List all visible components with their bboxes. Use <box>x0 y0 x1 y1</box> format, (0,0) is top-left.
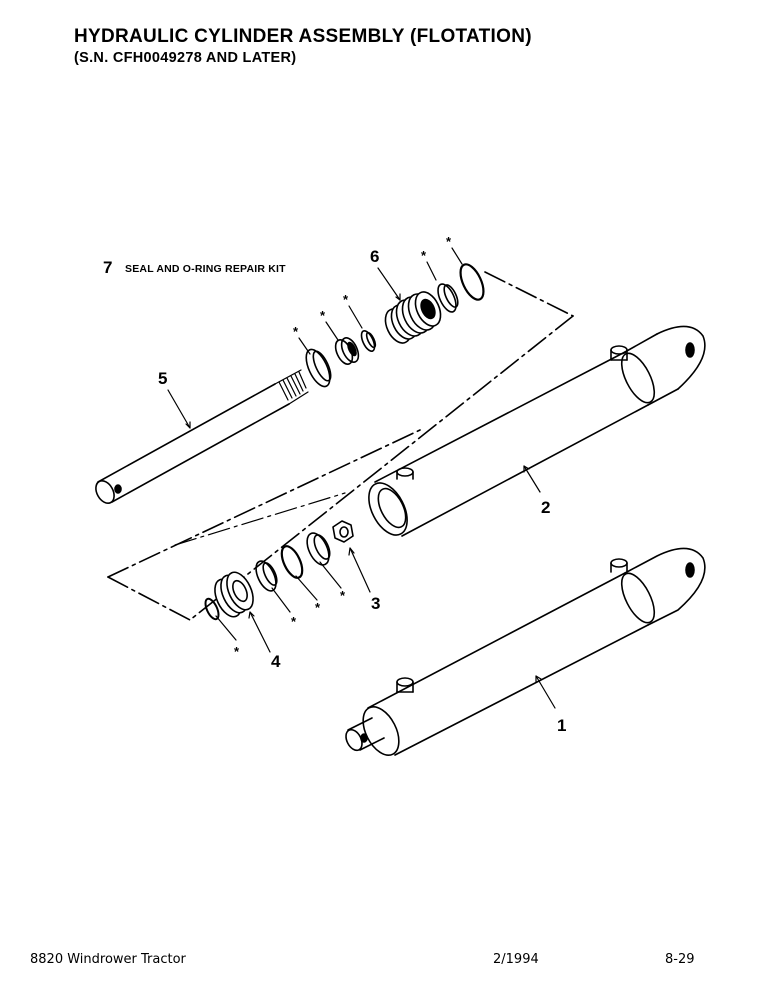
footer-page-number: 8-29 <box>665 952 695 967</box>
star-marker: * <box>446 234 452 249</box>
star-marker: * <box>340 588 346 603</box>
callout-5: 5 <box>158 369 167 388</box>
callout-6: 6 <box>370 247 379 266</box>
star-marker: * <box>291 614 297 629</box>
callout-4: 4 <box>271 652 281 671</box>
o-ring-lower <box>280 545 304 579</box>
star-marker: * <box>421 248 427 263</box>
snap-ring-upper <box>305 348 332 388</box>
piston <box>214 571 254 618</box>
footer-model: 8820 Windrower Tractor <box>30 952 186 967</box>
kit-callout-number: 7 <box>103 258 113 277</box>
kit-boundary <box>107 271 574 621</box>
callout-3: 3 <box>371 594 380 613</box>
back-up-ring-lower-b <box>255 560 278 592</box>
star-marker: * <box>315 600 321 615</box>
cylinder-complete <box>345 547 706 756</box>
star-marker: * <box>293 324 299 339</box>
callout-1: 1 <box>557 716 566 735</box>
back-up-ring-lower-a <box>306 532 331 566</box>
footer-date: 2/1994 <box>493 952 539 967</box>
star-marker: * <box>234 644 240 659</box>
piston-rod <box>95 369 309 504</box>
star-marker: * <box>343 292 349 307</box>
piston-nut <box>332 520 354 543</box>
wiper-seal-upper <box>334 337 360 365</box>
kit-callout-label: SEAL AND O-RING REPAIR KIT <box>125 263 286 275</box>
page-title: HYDRAULIC CYLINDER ASSEMBLY (FLOTATION) <box>74 26 532 47</box>
callout-2: 2 <box>541 498 550 517</box>
gland <box>384 291 442 344</box>
star-marker: * <box>320 308 326 323</box>
leader-lines <box>167 247 556 709</box>
o-ring-large-upper <box>459 263 485 301</box>
o-ring-upper <box>360 330 377 352</box>
cylinder-barrel <box>368 325 706 537</box>
page-subtitle: (S.N. CFH0049278 AND LATER) <box>74 50 297 66</box>
back-up-ring-upper <box>437 283 459 313</box>
snap-ring-lower <box>204 597 220 621</box>
